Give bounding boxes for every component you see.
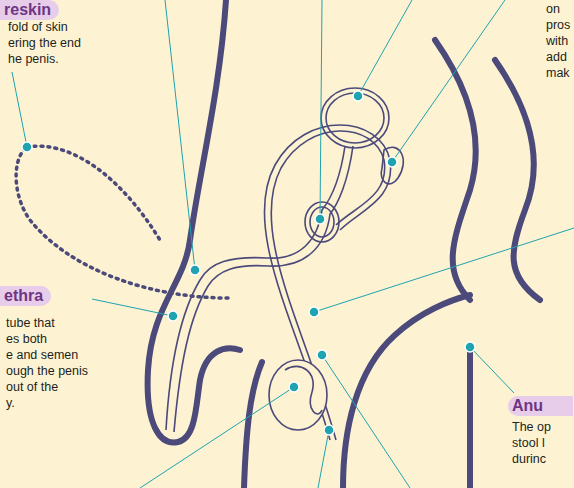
description-text: es both [6, 332, 47, 347]
description-text: The op [512, 420, 551, 435]
part-name: ethra [0, 286, 51, 306]
description-text: he penis. [8, 52, 59, 67]
description-text: tube that [6, 316, 55, 331]
description-text: fold of skin [8, 20, 68, 35]
description-text: pros [546, 18, 570, 33]
description-text: durinc [512, 452, 546, 467]
description-text: mak [546, 66, 570, 81]
description-text: stool l [512, 436, 545, 451]
description-text: ough the penis [6, 364, 88, 379]
description-text: on [546, 2, 560, 17]
description-text: e and semen [6, 348, 78, 363]
description-text: out of the [6, 380, 58, 395]
description-text: add [546, 50, 567, 65]
description-text: with [546, 34, 568, 49]
description-text: y. [6, 396, 15, 411]
part-name: reskin [0, 0, 59, 20]
description-text: ering the end [8, 36, 81, 51]
part-name: Anu [508, 396, 573, 416]
